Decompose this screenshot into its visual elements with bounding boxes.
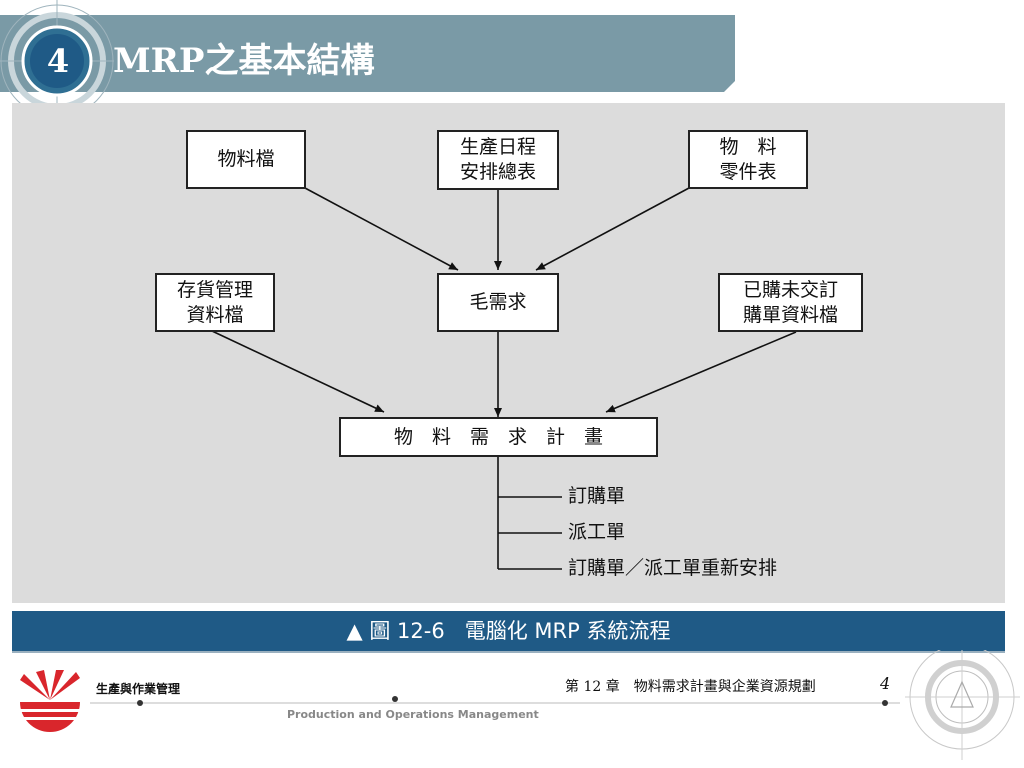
slide-title: MRP之基本結構 <box>113 41 375 81</box>
arrow-inventory <box>211 330 385 413</box>
arrow-bom <box>535 187 690 271</box>
open-orders-line-2: 購單資料檔 <box>742 303 838 326</box>
material-file-label: 物料檔 <box>217 148 275 170</box>
master-schedule-box: 生產日程 安排總表 <box>437 130 559 190</box>
inventory-line-2: 資料檔 <box>186 303 244 326</box>
master-schedule-line-2: 安排總表 <box>459 161 536 183</box>
arrow-open-orders <box>605 331 797 413</box>
gross-requirement-label: 毛需求 <box>469 291 527 313</box>
open-orders-line-1: 已購未交訂 <box>742 278 838 301</box>
bom-box: 物 料 零件表 <box>688 130 808 189</box>
caption-bar-shadow <box>12 651 1005 653</box>
publisher-logo-icon <box>20 670 80 732</box>
decorative-compass-icon <box>905 650 1020 760</box>
output-work-order: 派工單 <box>568 521 626 543</box>
mrp-label: 物 料 需 求 計 畫 <box>393 425 603 448</box>
figure-caption: ▲ 圖 12-6 電腦化 MRP 系統流程 <box>12 611 1005 651</box>
figure-number: 圖 12-6 <box>369 619 445 643</box>
book-title-zh: 生產與作業管理 <box>96 682 181 696</box>
figure-caption-bar <box>12 611 1005 651</box>
output-purchase-order: 訂購單 <box>568 485 626 507</box>
open-orders-box: 已購未交訂 購單資料檔 <box>718 273 863 332</box>
inventory-line-1: 存貨管理 <box>176 278 253 301</box>
chapter-title: 第 12 章 物料需求計畫與企業資源規劃 <box>565 679 816 695</box>
slide-header-bar <box>0 15 736 92</box>
mrp-box: 物 料 需 求 計 畫 <box>339 417 658 457</box>
gross-requirement-box: 毛需求 <box>437 273 559 332</box>
bom-line-1: 物 料 <box>719 135 777 158</box>
diagram-connectors <box>211 187 797 570</box>
caption-triangle-icon: ▲ <box>346 619 363 643</box>
slide-number: 4 <box>46 42 70 80</box>
page-number: 4 <box>880 674 891 693</box>
material-file-box: 物料檔 <box>186 130 306 189</box>
slide-number-badge <box>0 0 114 118</box>
footer-rule <box>90 696 900 706</box>
output-reschedule: 訂購單／派工單重新安排 <box>568 557 778 579</box>
arrow-material-file <box>304 187 459 271</box>
book-title-en: Production and Operations Management <box>287 708 539 721</box>
master-schedule-line-1: 生產日程 <box>459 136 536 158</box>
diagram-panel: 物料檔 生產日程 安排總表 物 料 零件表 存貨管理 資料檔 毛需求 已購未交訂… <box>12 103 1005 603</box>
figure-title: 電腦化 MRP 系統流程 <box>464 619 671 643</box>
bom-line-2: 零件表 <box>719 160 777 183</box>
inventory-file-box: 存貨管理 資料檔 <box>155 273 275 332</box>
